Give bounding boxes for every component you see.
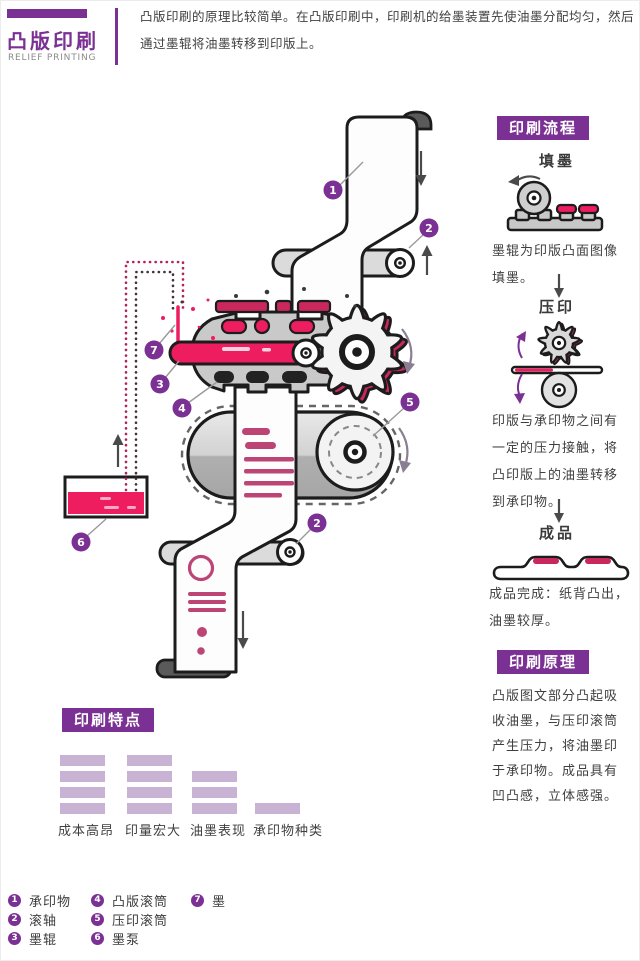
step-3-desc: 成品完成：纸背凸出，油墨较厚。 (489, 587, 630, 629)
plate-gear (310, 303, 415, 404)
svg-text:3: 3 (156, 378, 164, 391)
finished-sheet-icon (492, 555, 630, 581)
process-title: 印刷流程 (497, 116, 590, 140)
intro-paragraph: 凸版印刷的原理比较简单。在凸版印刷中，印刷机的给墨装置先使油墨分配均匀，然后通过… (140, 9, 635, 51)
legend-item: 6 墨泵 (91, 932, 168, 948)
callout-2-roller-bottom: 2 (295, 513, 327, 545)
features-title: 印刷特点 (62, 708, 155, 732)
impress-icon (510, 320, 604, 409)
legend-item: 1 承印物 (8, 894, 72, 910)
feature-bar (60, 755, 105, 766)
plate-ink-blobs (220, 317, 316, 335)
legend-label: 压印滚筒 (112, 914, 169, 929)
press-diagram: 1 2 7 3 4 5 2 (63, 110, 439, 679)
ink-pipe (124, 260, 185, 492)
feature-label: 印量宏大 (125, 824, 182, 839)
flow-arrow-down-icon (554, 499, 564, 523)
ink-flow-up-arrow (112, 434, 124, 467)
callout-4-plate-cylinder: 4 (172, 381, 218, 418)
legend-number-badge: 7 (191, 894, 204, 907)
legend-column-1: 1 承印物 2 滚轴 3 墨辊 (8, 894, 72, 948)
ink-splatter (161, 287, 357, 340)
feature-label: 油墨表现 (190, 824, 247, 839)
legend-item: 2 滚轴 (8, 913, 71, 929)
page-title: 凸版印刷 (7, 29, 99, 53)
paper-web-lower (155, 385, 298, 679)
ink-fill-icon (506, 175, 604, 232)
legend-item: 3 墨辊 (8, 932, 71, 948)
legend-label: 凸版滚筒 (112, 895, 169, 910)
legend-label: 墨泵 (112, 933, 141, 948)
callout-1-substrate: 1 (323, 161, 364, 200)
feature-bar (60, 787, 105, 798)
feature-bar (255, 803, 300, 814)
feature-bar (192, 771, 237, 782)
svg-text:4: 4 (178, 402, 186, 415)
feature-bar (127, 803, 172, 814)
feature-bar (127, 771, 172, 782)
web-down-arrow-bottom (237, 611, 249, 649)
feature-bar (60, 771, 105, 782)
feature-label: 承印物种类 (253, 824, 324, 839)
callout-7-ink: 7 (144, 324, 176, 360)
legend-number-badge: 4 (91, 894, 104, 907)
title-accent-bar (7, 9, 87, 18)
feature-bar (127, 787, 172, 798)
flow-arrow-down-icon (554, 274, 564, 298)
legend-label: 墨 (212, 895, 227, 910)
callout-6-ink-pump: 6 (71, 518, 107, 552)
legend-item: 4 凸版滚筒 (91, 894, 169, 910)
legend-number-badge: 1 (8, 894, 21, 907)
legend-label: 墨辊 (29, 933, 58, 948)
svg-text:5: 5 (406, 396, 414, 409)
step-2-desc: 印版与承印物之间有一定的压力接触，将凸印版上的油墨转移到承印物。 (492, 414, 619, 510)
legend-item: 5 压印滚筒 (91, 913, 169, 929)
legend-number-badge: 3 (8, 932, 21, 945)
principle-title: 印刷原理 (497, 650, 590, 674)
feature-bar-column (255, 803, 300, 814)
header-divider (115, 8, 118, 65)
legend-number-badge: 5 (91, 913, 104, 926)
page-subtitle: RELIEF PRINTING (8, 53, 97, 63)
principle-section-header: 印刷原理 (497, 650, 590, 674)
svg-text:1: 1 (329, 184, 337, 197)
callout-3-ink-roller: 3 (150, 360, 180, 394)
ink-tank (63, 475, 149, 519)
legend-label: 承印物 (29, 895, 72, 910)
plate-relief-blobs (214, 371, 307, 383)
feature-bar-column (127, 755, 172, 814)
web-down-arrow-top (415, 151, 427, 186)
svg-text:2: 2 (425, 222, 433, 235)
step-2-title: 压印 (538, 298, 575, 316)
feature-bar (192, 803, 237, 814)
feature-bar-column (192, 771, 237, 814)
legend-label: 滚轴 (29, 914, 58, 929)
feature-bar (60, 803, 105, 814)
plate-ink-strips (214, 299, 332, 314)
legend-column-2: 4 凸版滚筒 5 压印滚筒 6 墨泵 (91, 894, 169, 948)
legend-number-badge: 2 (8, 913, 21, 926)
step-1-title: 填墨 (538, 152, 575, 170)
feature-bar (192, 787, 237, 798)
features-chart (60, 750, 380, 814)
features-section-header: 印刷特点 (62, 708, 155, 732)
feature-bar-column (60, 755, 105, 814)
printed-marks (187, 428, 294, 655)
step-1-desc: 墨辊为印版凸面图像填墨。 (492, 244, 619, 286)
svg-text:6: 6 (77, 536, 85, 549)
principle-desc: 凸版图文部分凸起吸收油墨，与压印滚筒产生压力，将油墨印于承印物。成品具有凹凸感，… (492, 689, 619, 804)
callout-5-impression-cylinder: 5 (372, 392, 420, 437)
process-section-header: 印刷流程 (497, 116, 590, 140)
legend-number-badge: 6 (91, 932, 104, 945)
step-3-title: 成品 (538, 524, 575, 542)
feature-label: 成本高昂 (58, 824, 115, 839)
web-up-arrow (421, 245, 433, 275)
ink-roller (168, 338, 321, 368)
svg-text:2: 2 (313, 517, 321, 530)
callout-2-roller-top: 2 (408, 218, 439, 249)
svg-text:7: 7 (150, 344, 158, 357)
feature-bar (127, 755, 172, 766)
